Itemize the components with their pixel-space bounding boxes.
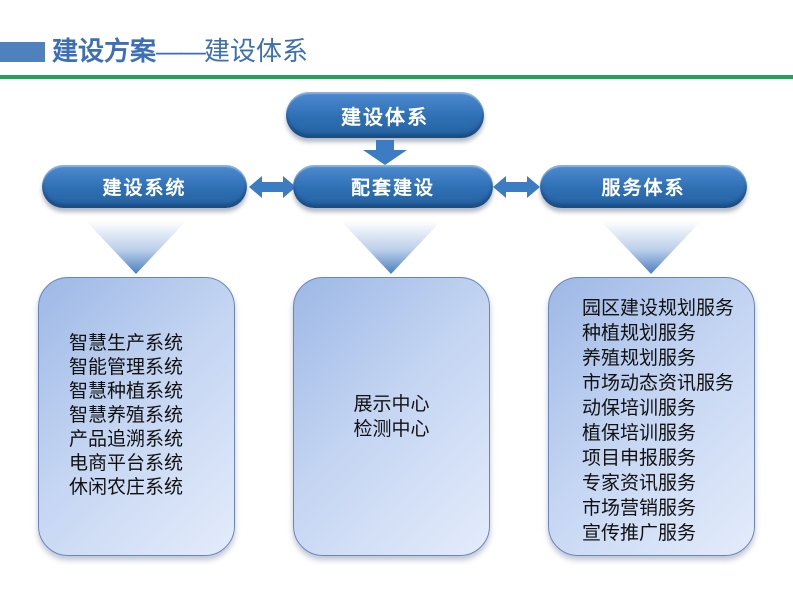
title-topic-label: 建设体系 (204, 36, 309, 66)
list-item: 智慧种植系统 (69, 381, 184, 402)
list-item: 市场营销服务 (582, 498, 697, 519)
list-item: 宣传推广服务 (582, 523, 697, 544)
node-systems-label: 建设系统 (102, 178, 187, 199)
list-item: 植保培训服务 (582, 423, 697, 444)
list-item: 项目申报服务 (582, 448, 697, 469)
node-services-label: 服务体系 (601, 178, 686, 199)
title-section-label: 建设方案 (52, 36, 157, 66)
list-item: 专家资讯服务 (582, 473, 697, 494)
list-item: 智慧生产系统 (69, 333, 184, 354)
panel-supporting: 展示中心检测中心 (293, 277, 490, 556)
node-supporting: 配套建设 (293, 165, 493, 208)
title-dash: —— (156, 36, 206, 66)
supporting-list: 展示中心检测中心 (353, 392, 429, 442)
list-item: 养殖规划服务 (582, 348, 697, 369)
pointer-triangle-icon (341, 221, 441, 274)
list-item: 种植规划服务 (582, 323, 697, 344)
panel-systems: 智慧生产系统智能管理系统智慧种植系统智慧养殖系统产品追溯系统电商平台系统休闲农庄… (38, 277, 235, 556)
page-title: 建设方案——建设体系 (52, 36, 308, 66)
pointer-triangle-icon (601, 221, 701, 274)
list-item: 检测中心 (353, 418, 430, 440)
list-item: 智慧养殖系统 (69, 405, 184, 426)
list-item: 产品追溯系统 (69, 429, 184, 450)
list-item: 休闲农庄系统 (69, 477, 184, 498)
list-item: 市场动态资讯服务 (582, 373, 735, 394)
list-item: 智能管理系统 (69, 357, 184, 378)
double-arrow-icon (249, 176, 296, 198)
systems-list: 智慧生产系统智能管理系统智慧种植系统智慧养殖系统产品追溯系统电商平台系统休闲农庄… (39, 278, 234, 500)
list-item: 园区建设规划服务 (582, 298, 735, 319)
panel-services: 园区建设规划服务种植规划服务养殖规划服务市场动态资讯服务动保培训服务植保培训服务… (548, 277, 755, 556)
services-list: 园区建设规划服务种植规划服务养殖规划服务市场动态资讯服务动保培训服务植保培训服务… (549, 278, 754, 546)
down-arrow-icon (363, 140, 407, 165)
node-root: 建设体系 (286, 92, 484, 138)
title-accent-bar (0, 42, 45, 62)
node-root-label: 建设体系 (341, 106, 429, 129)
double-arrow-icon (493, 176, 540, 198)
title-underline (0, 75, 793, 79)
list-item: 动保培训服务 (582, 398, 697, 419)
pointer-triangle-icon (86, 221, 186, 274)
list-item: 展示中心 (353, 393, 430, 415)
node-supporting-label: 配套建设 (350, 178, 435, 199)
list-item: 电商平台系统 (69, 453, 184, 474)
node-services: 服务体系 (540, 165, 747, 208)
node-systems: 建设系统 (42, 165, 247, 208)
